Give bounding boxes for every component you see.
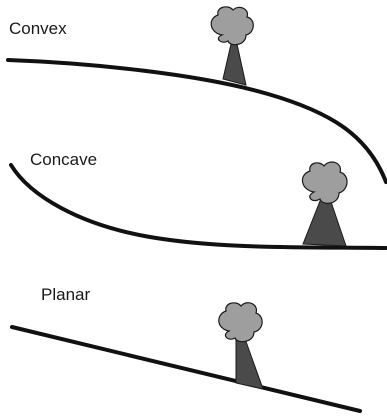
planar-tree-trunk xyxy=(235,335,264,390)
planar-slope-group xyxy=(10,302,362,413)
concave-tree-icon xyxy=(301,161,348,247)
convex-tree-crown xyxy=(210,6,254,46)
planar-tree-icon xyxy=(218,302,264,390)
planar-slope-line xyxy=(10,325,362,413)
convex-label: Convex xyxy=(9,19,67,38)
concave-slope-group xyxy=(9,161,387,250)
concave-tree-crown xyxy=(301,161,348,204)
convex-slope-line xyxy=(6,58,387,184)
concave-label: Concave xyxy=(30,150,98,169)
planar-label: Planar xyxy=(41,285,91,304)
concave-slope-line xyxy=(9,163,387,250)
convex-tree-trunk xyxy=(222,43,247,86)
convex-slope-group xyxy=(6,6,387,184)
convex-tree-icon xyxy=(210,6,254,86)
planar-tree-crown xyxy=(218,302,263,343)
